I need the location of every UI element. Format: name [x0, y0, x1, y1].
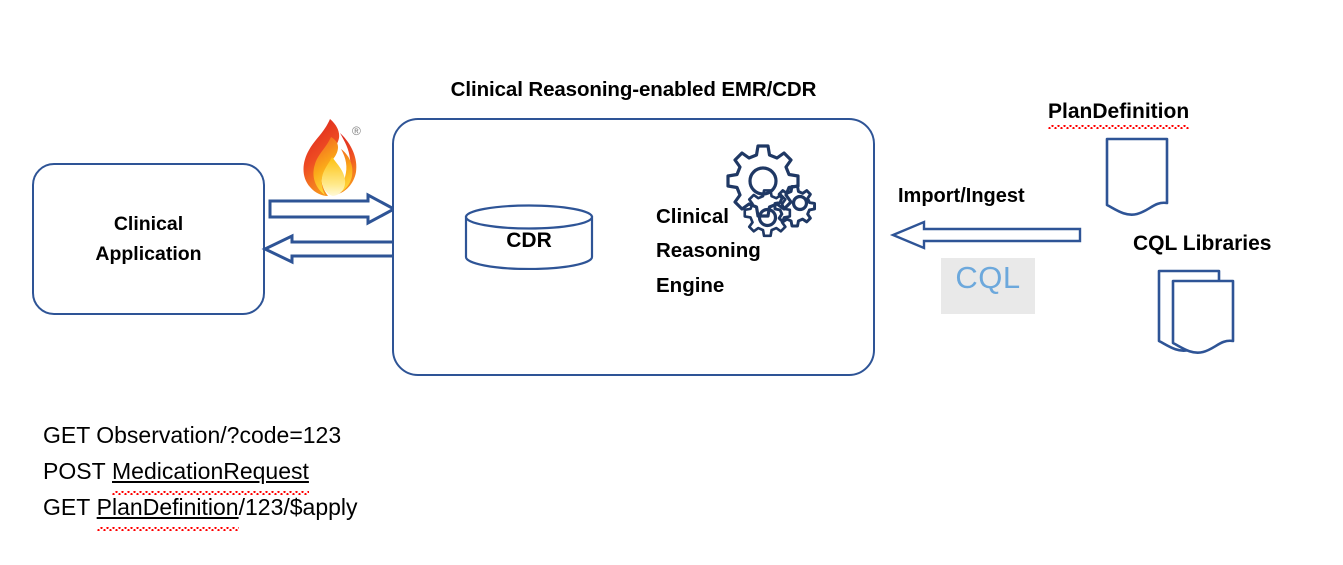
registered-trademark-icon: ®	[352, 124, 361, 138]
cql-logo-text: CQL	[955, 260, 1021, 295]
spellcheck-underline	[96, 526, 239, 531]
gears-icon	[726, 144, 817, 238]
cql-libraries-title: CQL Libraries	[1133, 232, 1272, 255]
clinical-application-label: Clinical Application	[95, 209, 201, 269]
rest-call-line-1: GET Observation/?code=123	[43, 422, 342, 448]
fhir-response-arrow[interactable]	[261, 233, 396, 265]
rest-verb-2: POST	[43, 457, 106, 484]
rest-resource-3: PlanDefinition	[96, 493, 239, 520]
database-cylinder-icon	[464, 204, 594, 270]
rest-resource-2: MedicationRequest	[112, 457, 309, 484]
clinical-application-label-line2: Application	[95, 243, 202, 265]
import-ingest-arrow[interactable]	[889, 220, 1082, 250]
import-ingest-label: Import/Ingest	[898, 185, 1025, 207]
rest-call-line-3: GET PlanDefinition/123/$apply	[43, 490, 643, 531]
clinical-reasoning-engine-label: Clinical Reasoning Engine	[656, 200, 836, 303]
plandefinition-title: PlanDefinition	[1048, 100, 1190, 129]
cre-line2: Reasoning	[656, 239, 761, 263]
plandefinition-title-text: PlanDefinition	[1048, 100, 1190, 123]
documents-stack-icon	[1157, 269, 1235, 354]
fhir-flame-icon	[303, 119, 357, 196]
rest-call-line-2: POST MedicationRequest	[43, 454, 643, 495]
emr-cdr-title: Clinical Reasoning-enabled EMR/CDR	[450, 78, 817, 101]
document-icon	[1105, 137, 1169, 216]
spellcheck-underline	[112, 490, 309, 495]
cdr-label: CDR	[506, 228, 552, 252]
spellcheck-underline	[1048, 125, 1190, 129]
cre-line3: Engine	[656, 273, 725, 297]
clinical-application-box[interactable]: Clinical Application	[32, 163, 265, 315]
cre-line1: Clinical	[656, 205, 729, 228]
clinical-application-label-line1: Clinical	[113, 212, 184, 235]
rest-tail-3: /123/$apply	[238, 493, 358, 520]
rest-verb-3: GET	[43, 493, 91, 520]
fhir-request-arrow[interactable]	[268, 192, 398, 226]
rest-calls-list: GET Observation/?code=123 POST Medicatio…	[43, 418, 643, 531]
cql-logo: CQL	[941, 258, 1035, 314]
